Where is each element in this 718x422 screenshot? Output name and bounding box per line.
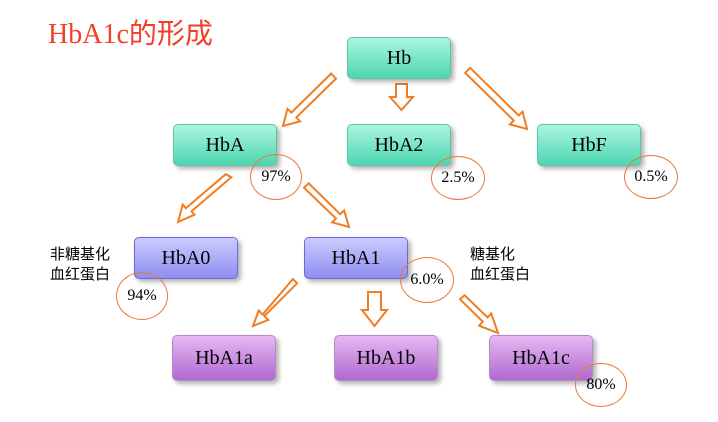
node-hb: Hb — [347, 37, 451, 79]
arrow-hba1-to-hba1a — [251, 277, 299, 328]
node-hba1a: HbA1a — [172, 335, 276, 381]
arrow-hba-to-hba1 — [302, 181, 351, 229]
arrow-hb-to-hba — [281, 72, 338, 128]
percent-hba: 97% — [250, 154, 302, 200]
label-non-glycated-hemoglobin: 非糖基化 血红蛋白 — [50, 244, 110, 284]
percent-hba1c: 80% — [575, 363, 627, 407]
arrow-hb-to-hba2 — [387, 83, 416, 112]
percent-hbf: 0.5% — [624, 155, 678, 199]
node-hba: HbA — [173, 124, 277, 166]
arrow-hba-to-hba0 — [176, 172, 234, 224]
node-hba1: HbA1 — [304, 237, 408, 279]
node-hba1c: HbA1c — [489, 335, 593, 381]
percent-hba2: 2.5% — [431, 156, 485, 200]
node-hba1b: HbA1b — [334, 335, 438, 381]
label-glycated-line2: 血红蛋白 — [470, 265, 531, 283]
node-hba0: HbA0 — [134, 237, 238, 279]
node-hbf: HbF — [537, 124, 641, 166]
percent-hba0: 94% — [116, 272, 168, 320]
label-non-glycated-line1: 非糖基化 — [50, 245, 111, 263]
arrow-hba1-to-hba1c — [458, 293, 500, 335]
arrow-hb-to-hbf — [463, 66, 529, 131]
label-non-glycated-line2: 血红蛋白 — [50, 265, 111, 283]
page-title: HbA1c的形成 — [48, 19, 213, 50]
node-hba2: HbA2 — [347, 124, 451, 166]
label-glycated-line1: 糖基化 — [470, 245, 516, 263]
percent-hba1: 6.0% — [400, 257, 454, 303]
label-glycated-hemoglobin: 糖基化 血红蛋白 — [470, 244, 530, 284]
arrow-hba1-to-hba1b — [359, 291, 390, 328]
